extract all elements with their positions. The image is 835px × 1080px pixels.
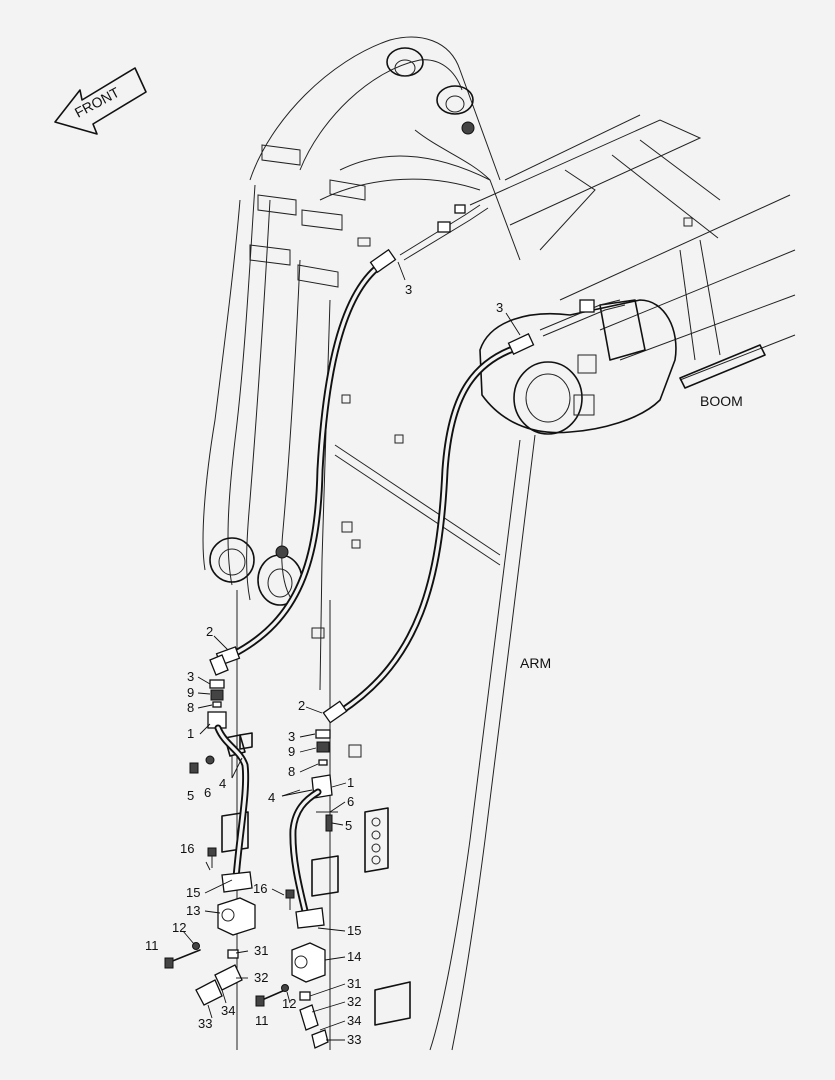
front-arrow: FRONT (54, 67, 147, 135)
callout-11: 11 (145, 938, 159, 953)
callout-9: 9 (288, 744, 295, 759)
callout-34: 34 (347, 1013, 361, 1028)
callout-31: 31 (254, 943, 268, 958)
callout-33: 33 (347, 1032, 361, 1047)
callout-3: 3 (187, 669, 194, 684)
hose-right (322, 333, 535, 724)
callout-12: 12 (172, 920, 186, 935)
boom-label: BOOM (700, 393, 743, 409)
callout-3: 3 (496, 300, 503, 315)
callout-2: 2 (206, 624, 213, 639)
callout-15: 15 (347, 923, 361, 938)
callout-11: 11 (255, 1013, 269, 1028)
callout-6: 6 (347, 794, 354, 809)
callout-5: 5 (345, 818, 352, 833)
arm-structure (202, 36, 536, 1051)
callout-1: 1 (347, 775, 354, 790)
left-fitting-assembly (164, 654, 256, 1006)
callout-32: 32 (347, 994, 361, 1009)
right-fitting-assembly (255, 729, 338, 1049)
callout-15: 15 (186, 885, 200, 900)
hose-left (215, 248, 397, 666)
callout-4: 4 (219, 776, 226, 791)
front-arrow-label: FRONT (72, 84, 122, 121)
callout-33: 33 (198, 1016, 212, 1031)
callout-4: 4 (268, 790, 275, 805)
callout-32: 32 (254, 970, 268, 985)
arm-label: ARM (520, 655, 551, 671)
callout-labels: 3 3 2 3 9 8 1 5 6 4 16 15 13 12 11 31 32… (145, 282, 503, 1047)
callout-leaders (182, 261, 521, 1041)
callout-8: 8 (288, 764, 295, 779)
callout-31: 31 (347, 976, 361, 991)
callout-3: 3 (405, 282, 412, 297)
callout-1: 1 (187, 726, 194, 741)
arm-pipe-upper (399, 204, 626, 337)
callout-5: 5 (187, 788, 194, 803)
callout-16: 16 (253, 881, 267, 896)
callout-6: 6 (204, 785, 211, 800)
callout-13: 13 (186, 903, 200, 918)
callout-34: 34 (221, 1003, 235, 1018)
callout-12: 12 (282, 996, 296, 1011)
callout-16: 16 (180, 841, 194, 856)
callout-9: 9 (187, 685, 194, 700)
callout-14: 14 (347, 949, 361, 964)
callout-3: 3 (288, 729, 295, 744)
callout-2: 2 (298, 698, 305, 713)
boom-structure (469, 114, 796, 435)
callout-8: 8 (187, 700, 194, 715)
